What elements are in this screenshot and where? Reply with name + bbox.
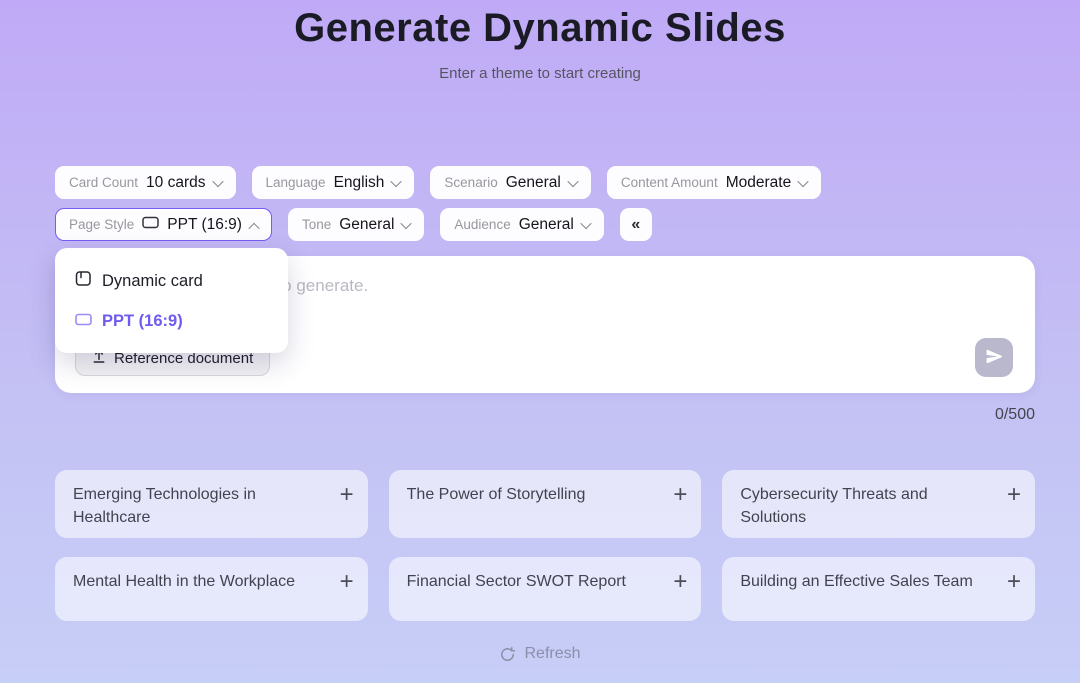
tone-label: Tone (301, 217, 332, 232)
dropdown-option-dynamic-card[interactable]: Dynamic card (55, 260, 288, 302)
chevron-up-icon (248, 222, 260, 234)
plus-icon[interactable]: + (1006, 481, 1021, 508)
refresh-button[interactable]: Refresh (0, 645, 1080, 663)
tone-value: General (339, 215, 395, 233)
refresh-icon (499, 646, 516, 663)
plus-icon[interactable]: + (673, 568, 688, 595)
dropdown-option-label: PPT (16:9) (102, 312, 183, 330)
card-count-label: Card Count (69, 175, 139, 190)
filter-bar: Card Count 10 cards Language English Sce… (55, 166, 1035, 241)
content-amount-value: Moderate (725, 173, 792, 191)
refresh-label: Refresh (524, 645, 581, 662)
plus-icon[interactable]: + (673, 481, 688, 508)
scenario-label: Scenario (444, 175, 498, 190)
suggestion-card[interactable]: Building an Effective Sales Team + (722, 557, 1035, 621)
paper-plane-icon (985, 347, 1004, 369)
language-label: Language (265, 175, 326, 190)
content-amount-label: Content Amount (620, 175, 718, 190)
audience-value: General (518, 215, 574, 233)
page-style-value: PPT (16:9) (167, 215, 242, 233)
page-style-dropdown: Dynamic card PPT (16:9) (55, 248, 288, 353)
page-subtitle: Enter a theme to start creating (439, 65, 641, 82)
content-amount-select[interactable]: Content Amount Moderate (606, 166, 822, 199)
chevron-down-icon (211, 175, 224, 187)
dropdown-option-ppt-16-9[interactable]: PPT (16:9) (55, 302, 288, 341)
chevron-down-icon (400, 217, 413, 229)
chevron-down-icon (580, 217, 592, 229)
filter-row-2: Page Style PPT (16:9) Tone General Audie… (55, 208, 1035, 241)
suggestion-card[interactable]: Cybersecurity Threats and Solutions + (722, 470, 1035, 538)
plus-icon[interactable]: + (339, 481, 354, 508)
send-button[interactable] (975, 338, 1013, 377)
suggestion-label: Building an Effective Sales Team (740, 573, 973, 590)
suggestion-label: Mental Health in the Workplace (73, 573, 296, 590)
suggestion-card[interactable]: The Power of Storytelling + (388, 470, 702, 538)
suggestion-label: The Power of Storytelling (406, 486, 586, 503)
tone-select[interactable]: Tone General (287, 208, 425, 241)
ppt-ratio-icon (142, 216, 160, 234)
topic-suggestions: Emerging Technologies in Healthcare + Th… (55, 470, 1035, 621)
suggestion-label: Emerging Technologies in Healthcare (73, 486, 256, 526)
scenario-select[interactable]: Scenario General (430, 166, 591, 199)
page-title: Generate Dynamic Slides (294, 6, 786, 50)
scenario-value: General (505, 173, 561, 191)
chevron-down-icon (797, 175, 809, 187)
reference-document-label: Reference document (114, 350, 254, 367)
card-count-select[interactable]: Card Count 10 cards (55, 166, 236, 199)
dynamic-card-icon (75, 270, 92, 292)
plus-icon[interactable]: + (1006, 568, 1021, 595)
double-chevron-left-icon: « (631, 215, 641, 233)
suggestion-card[interactable]: Emerging Technologies in Healthcare + (55, 470, 368, 538)
audience-select[interactable]: Audience General (440, 208, 604, 241)
chevron-down-icon (390, 175, 403, 187)
page-style-label: Page Style (69, 217, 135, 232)
suggestion-card[interactable]: Financial Sector SWOT Report + (388, 557, 702, 621)
suggestion-card[interactable]: Mental Health in the Workplace + (55, 557, 368, 621)
filter-row-1: Card Count 10 cards Language English Sce… (55, 166, 1035, 199)
dropdown-option-label: Dynamic card (102, 271, 203, 290)
card-count-value: 10 cards (146, 173, 206, 191)
language-select[interactable]: Language English (251, 166, 415, 199)
chevron-down-icon (567, 175, 579, 187)
suggestion-label: Cybersecurity Threats and Solutions (740, 486, 928, 526)
page-style-select[interactable]: Page Style PPT (16:9) (55, 208, 272, 241)
language-value: English (333, 173, 385, 191)
collapse-filters-button[interactable]: « (619, 208, 652, 241)
character-counter: 0/500 (994, 406, 1035, 423)
suggestion-label: Financial Sector SWOT Report (406, 573, 626, 590)
plus-icon[interactable]: + (339, 568, 354, 595)
audience-label: Audience (454, 217, 511, 232)
ppt-ratio-icon (75, 312, 92, 331)
